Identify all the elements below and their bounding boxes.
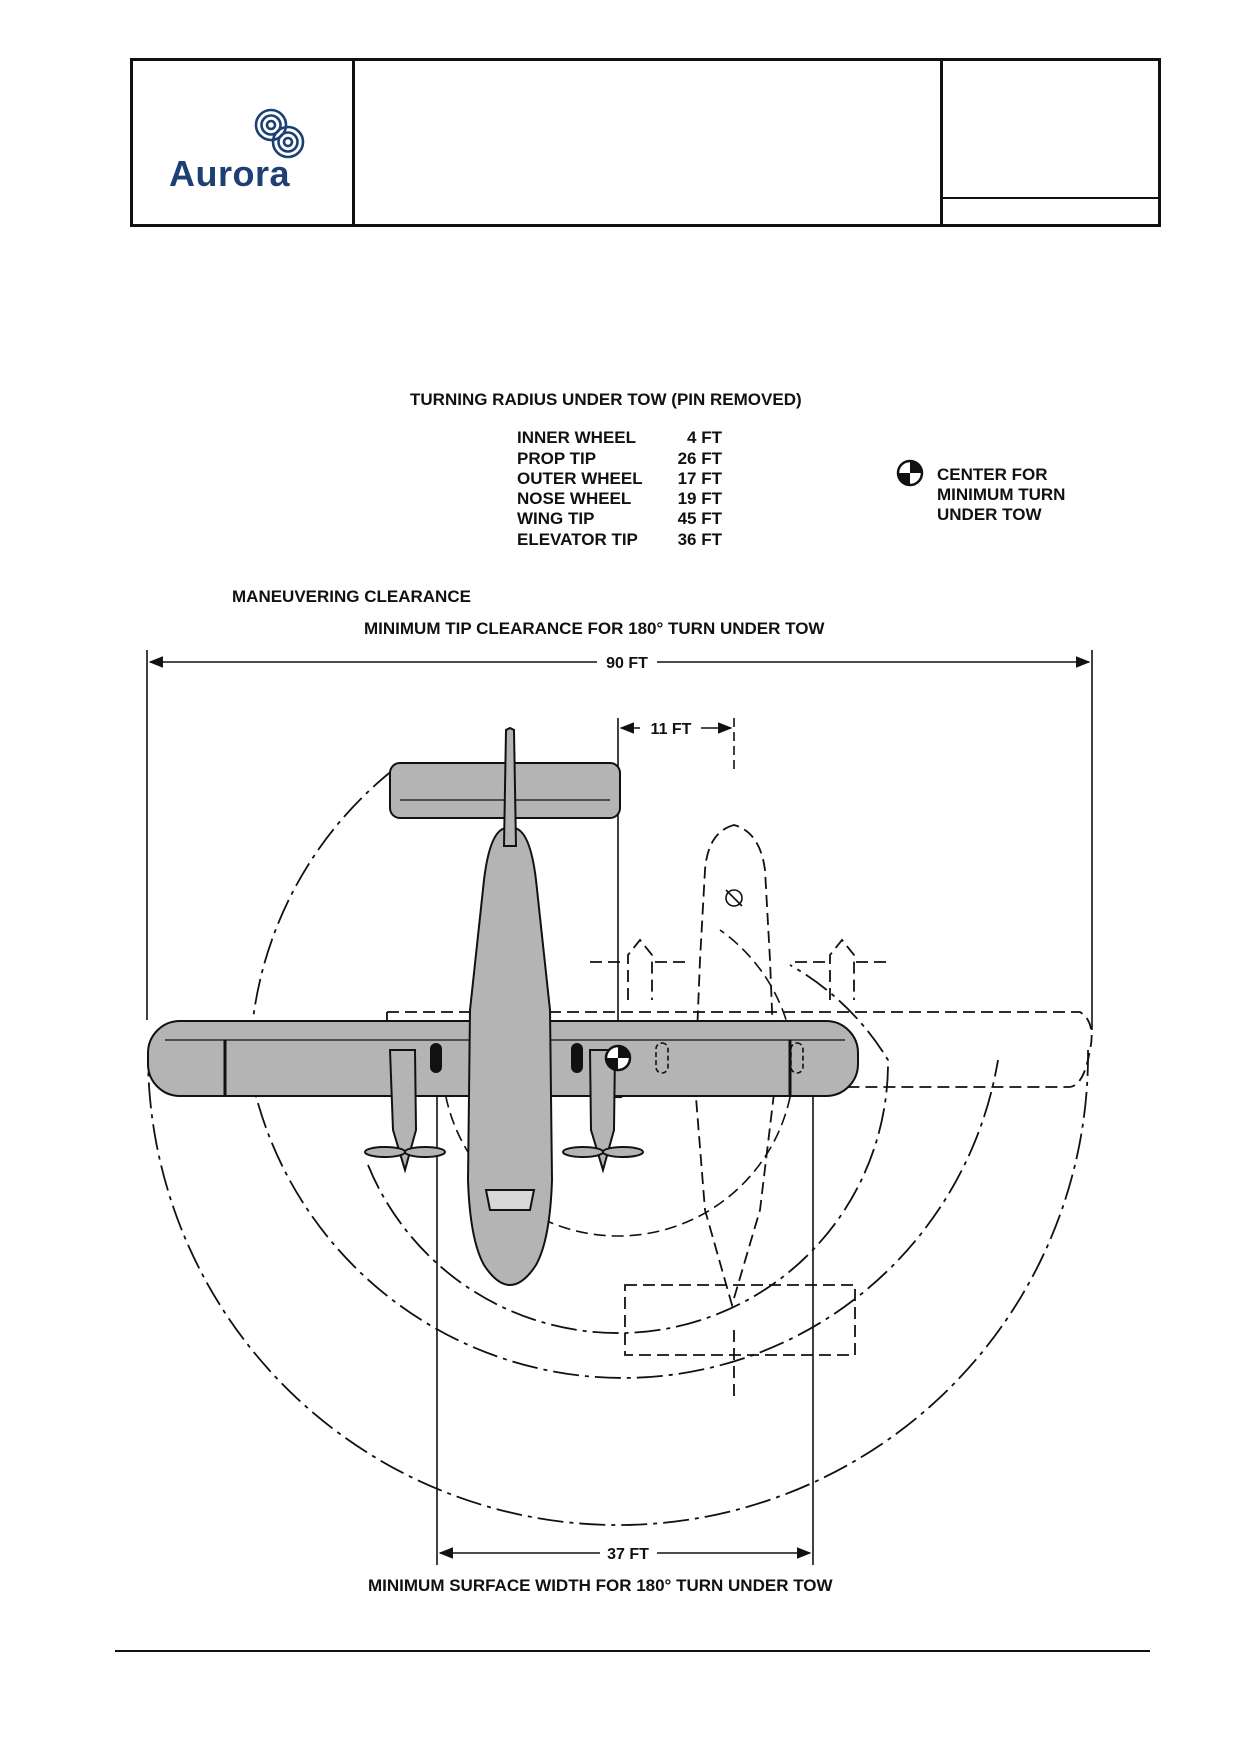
left-main-wheel (430, 1043, 442, 1073)
vertical-fin (502, 726, 518, 847)
row-label: INNER WHEEL (517, 428, 636, 447)
elevator-tip-arc (249, 769, 999, 1379)
doc-ref-box (943, 61, 1158, 199)
right-main-wheel (571, 1043, 583, 1073)
row-value: 45 FT (678, 509, 723, 528)
wing-tip-arc (147, 1049, 1089, 1526)
document-header: Aurora (130, 58, 1161, 227)
legend-line-1: CENTER FOR (937, 465, 1048, 484)
turning-radius-heading: TURNING RADIUS UNDER TOW (PIN REMOVED) (410, 390, 802, 409)
row-value: 19 FT (678, 489, 723, 508)
fuselage (466, 827, 554, 1287)
row-value: 17 FT (678, 469, 723, 488)
row-label: NOSE WHEEL (517, 489, 631, 508)
legend-line-3: UNDER TOW (937, 505, 1042, 524)
offset-dimension-label: 11 FT (651, 721, 692, 738)
row-label: OUTER WHEEL (517, 469, 643, 488)
aurora-logo-icon (254, 108, 305, 159)
row-label: WING TIP (517, 509, 594, 528)
header-title-cell (355, 61, 943, 224)
surface-dimension-label: 37 FT (607, 1546, 649, 1563)
row-label: ELEVATOR TIP (517, 530, 638, 549)
row-value: 36 FT (678, 530, 723, 549)
logo-wordmark: Aurora (169, 153, 291, 194)
tip-clearance-title: MINIMUM TIP CLEARANCE FOR 180° TURN UNDE… (364, 619, 825, 638)
footer-rule (115, 1650, 1150, 1652)
center-target-icon (896, 459, 924, 487)
turn-center-marker-icon (604, 1044, 632, 1072)
header-reference-cell (943, 61, 1158, 224)
row-value: 4 FT (687, 428, 723, 447)
surface-width-title: MINIMUM SURFACE WIDTH FOR 180° TURN UNDE… (368, 1576, 833, 1595)
aircraft-top-view (147, 726, 859, 1287)
logo-cell: Aurora (133, 61, 355, 224)
maneuvering-section-label: MANEUVERING CLEARANCE (232, 587, 471, 606)
row-value: 26 FT (678, 449, 723, 468)
span-dimension-label: 90 FT (606, 655, 648, 672)
row-label: PROP TIP (517, 449, 596, 468)
legend-line-2: MINIMUM TURN (937, 485, 1065, 504)
prop-tip-arc (367, 964, 889, 1334)
